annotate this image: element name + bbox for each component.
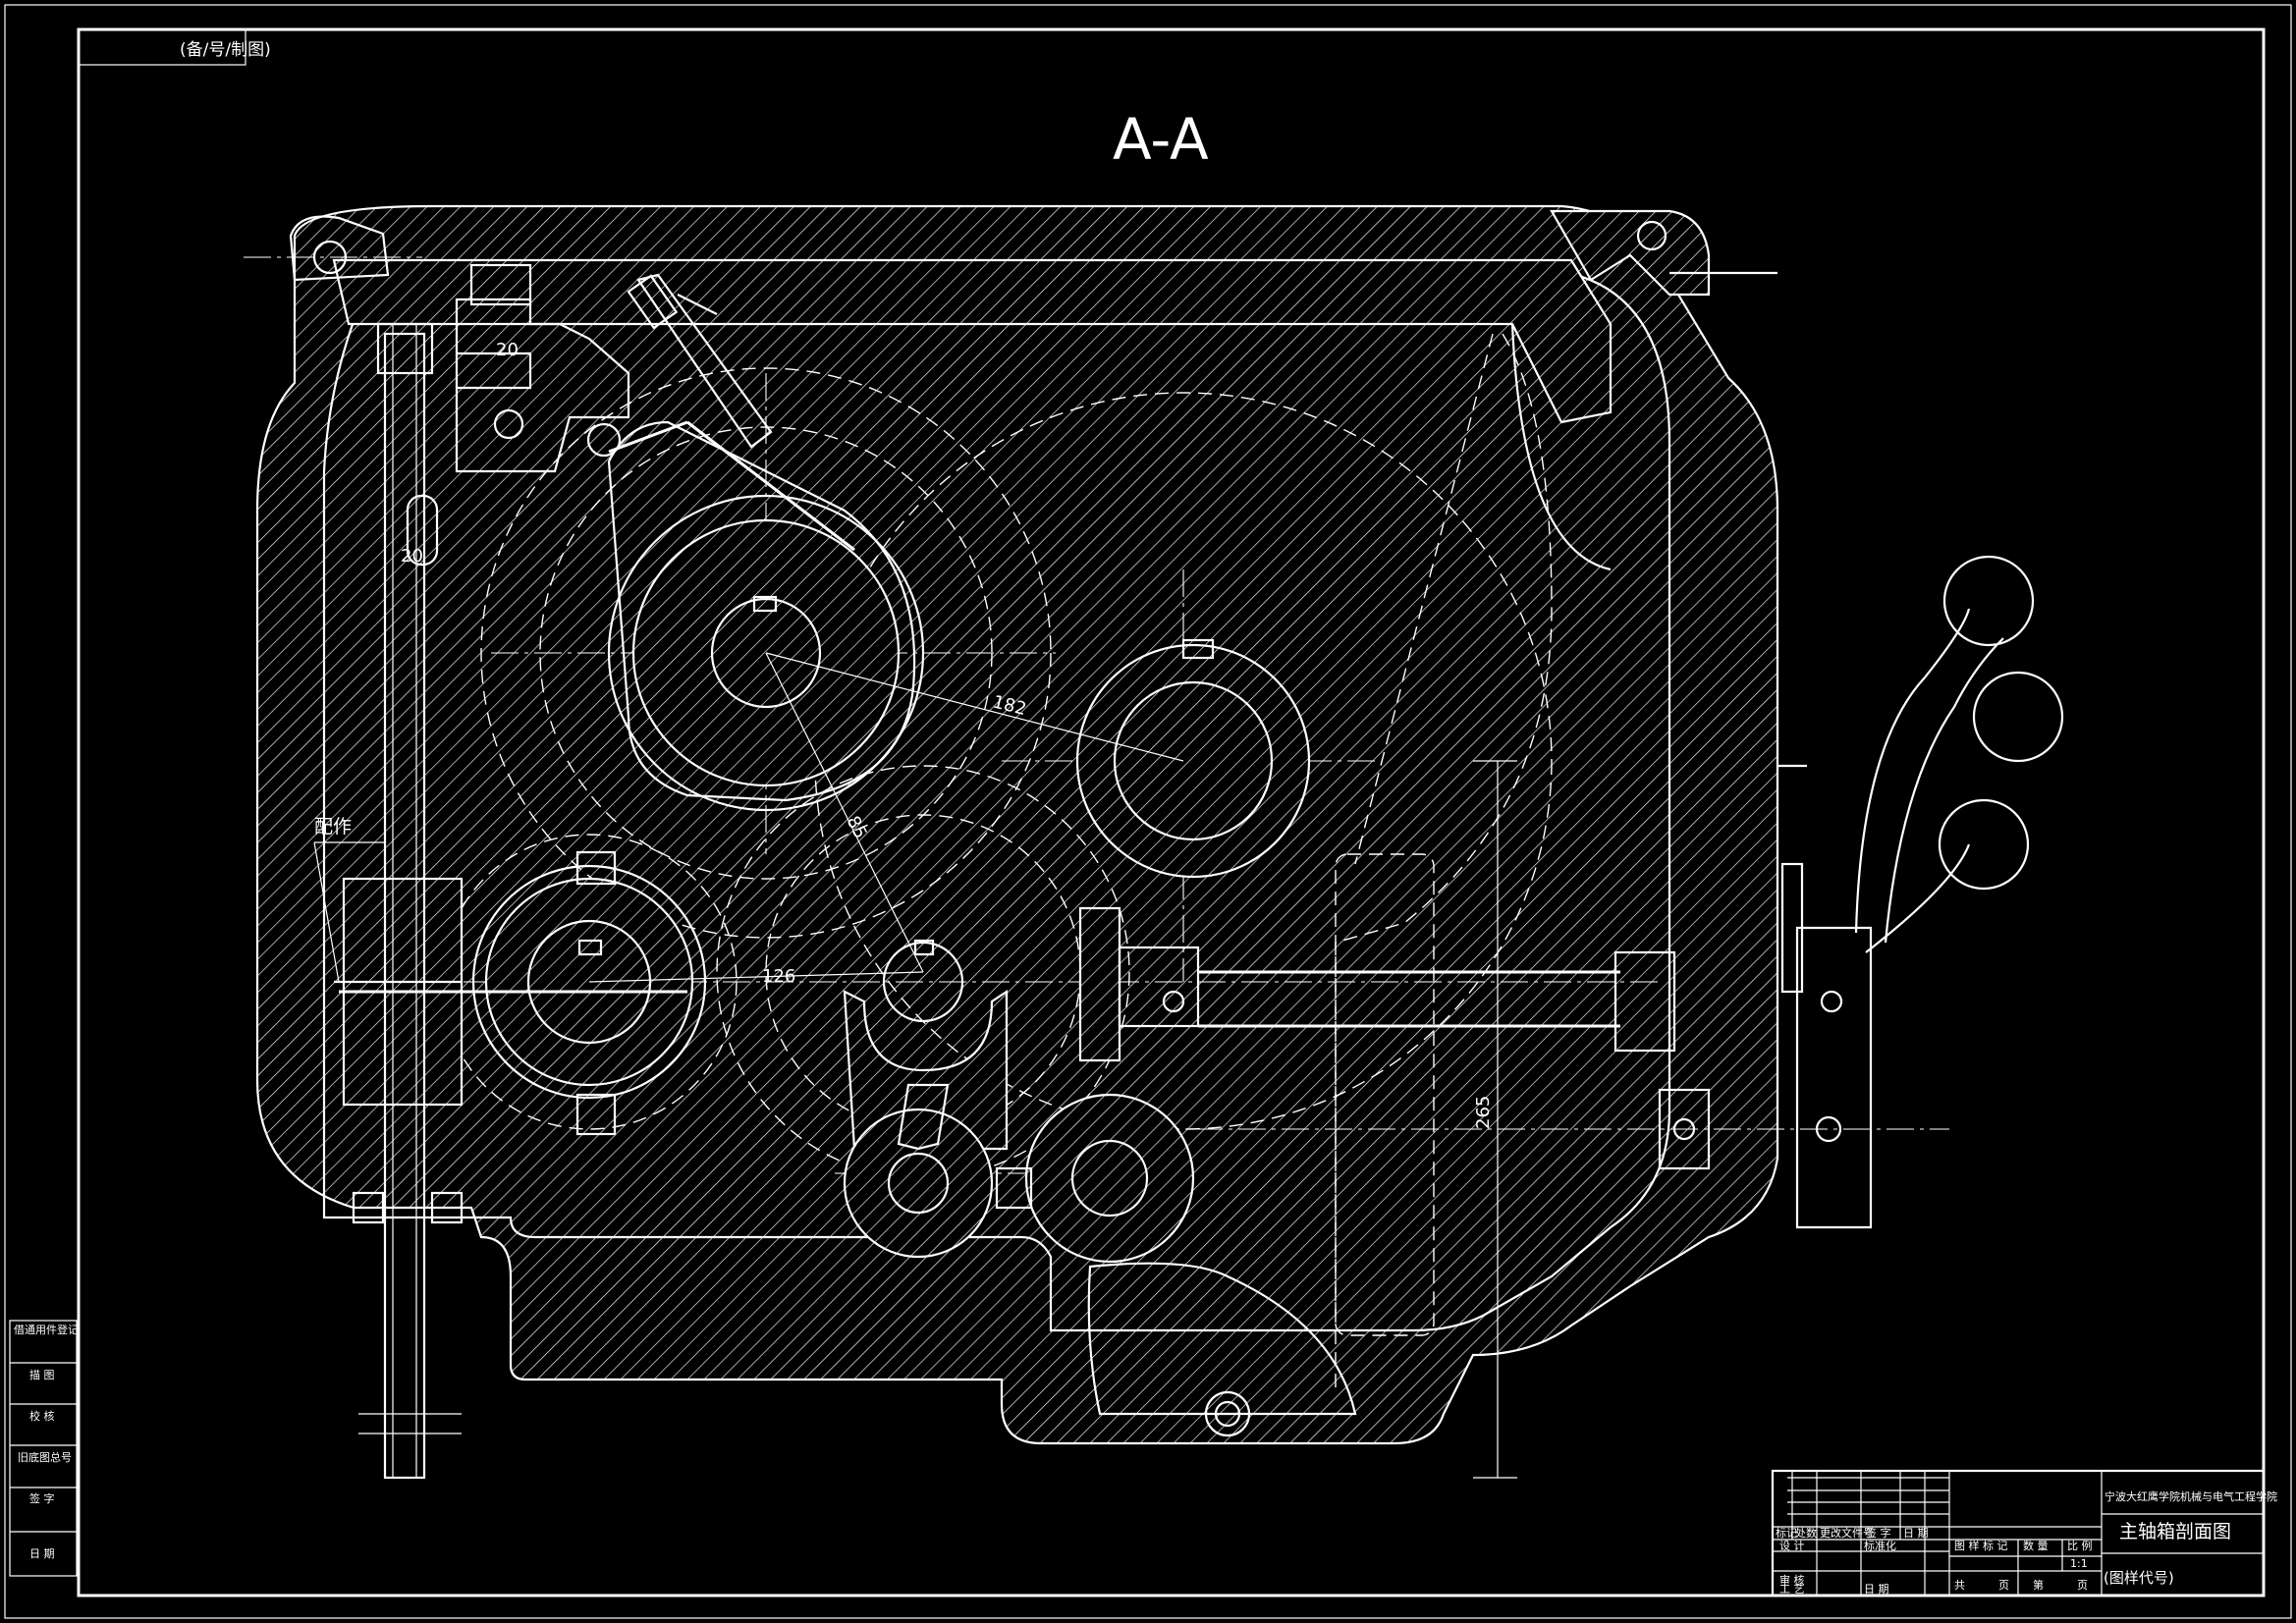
head-label-3: 签 字 <box>1866 1526 1891 1540</box>
head-label-1: 处数 <box>1795 1527 1817 1540</box>
scale-value: 1:1 <box>2070 1557 2088 1570</box>
field-label-1: 数 量 <box>2023 1540 2049 1552</box>
field-label-3: 共 <box>1954 1579 1965 1592</box>
strip-label-1: 描 图 <box>29 1368 55 1381</box>
head-label-0: 标记 <box>1776 1526 1797 1540</box>
drawing-title: 主轴箱剖面图 <box>2119 1521 2231 1542</box>
section-label: A-A <box>1113 106 1209 173</box>
center-gear <box>843 939 1009 1151</box>
drawing-frame <box>77 27 2266 1597</box>
field-label-2: 比 例 <box>2067 1539 2093 1552</box>
row-label-1: 标准化 <box>1864 1539 1896 1552</box>
left-info-strip: 借通用件登记 描 图 校 核 旧底图总号 签 字 日 期 <box>9 1320 79 1577</box>
head-label-4: 日 期 <box>1903 1527 1929 1540</box>
title-block: 宁波大红鹰学院机械与电气工程学院 主轴箱剖面图 (图样代号) 标记 处数 更改文… <box>1771 1469 2277 1597</box>
detent-bracket <box>455 263 630 473</box>
field-label-5: 第 <box>2033 1578 2044 1592</box>
drawing-code: (图样代号) <box>2104 1569 2174 1587</box>
strip-label-4: 签 字 <box>29 1491 55 1505</box>
dim-126: 126 <box>762 966 795 987</box>
strip-label-3: 旧底图总号 <box>18 1450 72 1464</box>
row-label-3: 工 艺 <box>1779 1583 1805 1596</box>
strip-label-0: 借通用件登记 <box>14 1323 79 1336</box>
field-label-6: 页 <box>2077 1579 2088 1592</box>
dim-265: 265 <box>1473 1096 1494 1129</box>
field-label-4: 页 <box>1998 1579 2009 1592</box>
field-label-0: 图 样 标 记 <box>1954 1539 2008 1552</box>
bottom-gears <box>843 1083 1357 1437</box>
dim-20-top: 20 <box>496 340 519 360</box>
left-shaft <box>334 322 464 1480</box>
head-label-2: 更改文件号 <box>1820 1526 1874 1540</box>
strip-label-5: 日 期 <box>29 1547 55 1560</box>
right-gear <box>1075 638 1311 879</box>
strip-label-2: 校 核 <box>29 1409 55 1423</box>
row-label-0: 设 计 <box>1779 1540 1805 1552</box>
control-lever <box>1777 555 2064 1229</box>
outer-border <box>4 4 2292 1619</box>
school-name: 宁波大红鹰学院机械与电气工程学院 <box>2105 1489 2277 1503</box>
dimensions: 182 85 126 265 20 20 <box>401 340 1517 1479</box>
shift-mechanism <box>1078 906 1711 1170</box>
housing <box>255 204 1779 1445</box>
row-label-4: 日 期 <box>1864 1583 1889 1596</box>
corner-stamp-text: (备/号/制图) <box>180 40 271 60</box>
corner-stamp-box <box>78 28 246 66</box>
belt-guide <box>627 273 773 449</box>
dim-20-side: 20 <box>401 546 423 567</box>
note-label: 配作 <box>314 816 352 838</box>
row-label-2: 审 核 <box>1779 1573 1805 1587</box>
